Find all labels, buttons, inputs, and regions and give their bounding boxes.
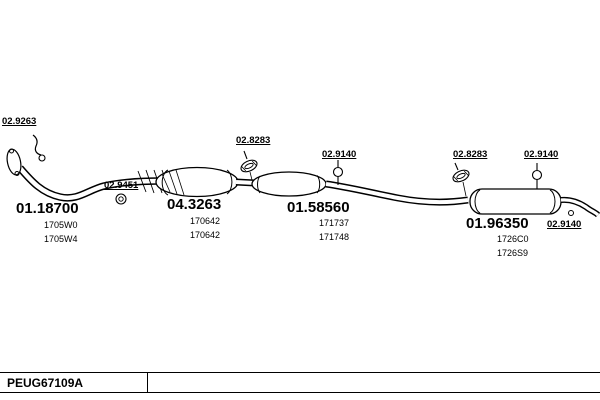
rear-clamp-icon (452, 162, 470, 197)
mid-clamp-icon (240, 150, 258, 181)
label-catalyst-ref-2: 170642 (190, 230, 221, 240)
front-flange-drawing (6, 148, 22, 176)
rear-pipe-drawing (325, 180, 469, 206)
front-hanger-icon (32, 134, 46, 162)
label-catalyst-number: 04.3263 (167, 196, 222, 213)
tailpipe-drawing (560, 196, 600, 218)
label-front-pipe-number: 01.18700 (16, 200, 79, 217)
label-rear-silencer-number: 01.96350 (466, 215, 529, 232)
rear-silencer-drawing (469, 188, 562, 215)
label-mid-clamp: 02.8283 (236, 135, 271, 146)
label-centre-silencer-ref-1: 171737 (319, 218, 350, 228)
footer-strip: PEUG67109A (0, 372, 600, 393)
centre-silencer-drawing (251, 171, 327, 197)
label-front-pipe-ref-2: 1705W4 (44, 234, 78, 244)
front-pipe-drawing (17, 165, 161, 202)
rear-hanger-icon (531, 163, 543, 189)
label-rear-clamp: 02.8283 (453, 149, 488, 160)
label-rear-hanger: 02.9140 (524, 149, 559, 160)
label-tail-hanger: 02.9140 (547, 219, 582, 230)
label-gasket-ring: 02.9451 (104, 180, 139, 191)
drawing-code: PEUG67109A (0, 373, 148, 392)
label-front-hanger: 02.9263 (2, 116, 37, 127)
label-centre-silencer-number: 01.58560 (287, 199, 350, 216)
catalyst-drawing (155, 166, 239, 198)
mid-hanger-icon (332, 160, 344, 185)
label-rear-silencer-ref-1: 1726C0 (497, 234, 529, 244)
label-rear-silencer-ref-2: 1726S9 (497, 248, 529, 258)
label-mid-hanger: 02.9140 (322, 149, 357, 160)
label-front-pipe-ref-1: 1705W0 (44, 220, 78, 230)
label-catalyst-ref-1: 170642 (190, 216, 221, 226)
label-centre-silencer-ref-2: 171748 (319, 232, 350, 242)
